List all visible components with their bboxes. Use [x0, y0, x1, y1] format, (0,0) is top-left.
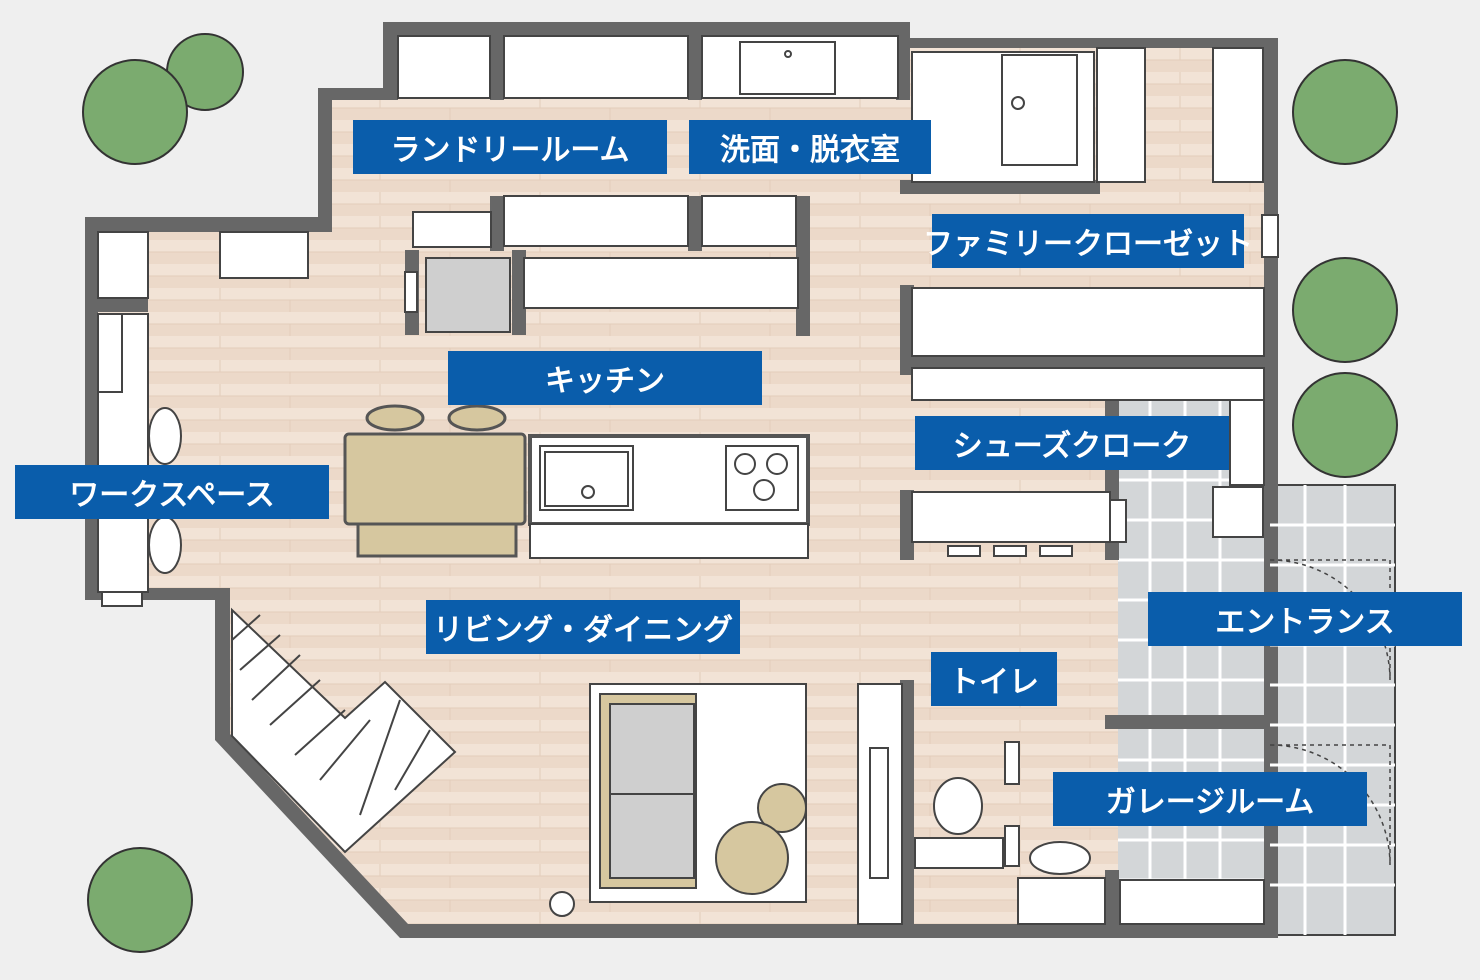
room-label-laundry: ランドリールーム — [353, 120, 667, 174]
tree-icon — [87, 847, 193, 953]
toilet-icon — [933, 777, 983, 835]
room-label-garage-room: ガレージルーム — [1053, 772, 1367, 826]
room-label-family-closet: ファミリークローゼット — [923, 214, 1253, 268]
room-label-shoes-closet: シューズクローク — [915, 416, 1229, 470]
toilet-area — [857, 683, 1265, 925]
room-label-entrance: エントランス — [1148, 592, 1462, 646]
kitchen-island — [528, 434, 810, 559]
room-label-living-dining: リビング・ダイニング — [426, 600, 740, 654]
laundry-cabinets — [397, 35, 899, 99]
room-label-workspace: ワークスペース — [15, 465, 329, 519]
room-label-kitchen: キッチン — [448, 351, 762, 405]
tree-icon — [82, 33, 244, 165]
kitchen-counters — [404, 195, 799, 333]
tree-icon — [1292, 59, 1398, 165]
shoes-closet-shelves — [911, 287, 1265, 557]
closet-fixtures — [911, 47, 1279, 258]
entrance-doors — [1269, 559, 1391, 866]
entrance-tile-floor — [1118, 400, 1395, 935]
stairs-icon — [231, 607, 457, 854]
tree-icon — [1292, 257, 1398, 363]
tree-icon — [1292, 372, 1398, 478]
room-label-toilet: トイレ — [931, 652, 1057, 706]
room-label-washroom: 洗面・脱衣室 — [689, 120, 931, 174]
dining-table — [343, 404, 527, 558]
living-sofa — [549, 683, 807, 917]
entrance-porch — [1269, 484, 1396, 936]
workspace-desk — [97, 231, 309, 607]
